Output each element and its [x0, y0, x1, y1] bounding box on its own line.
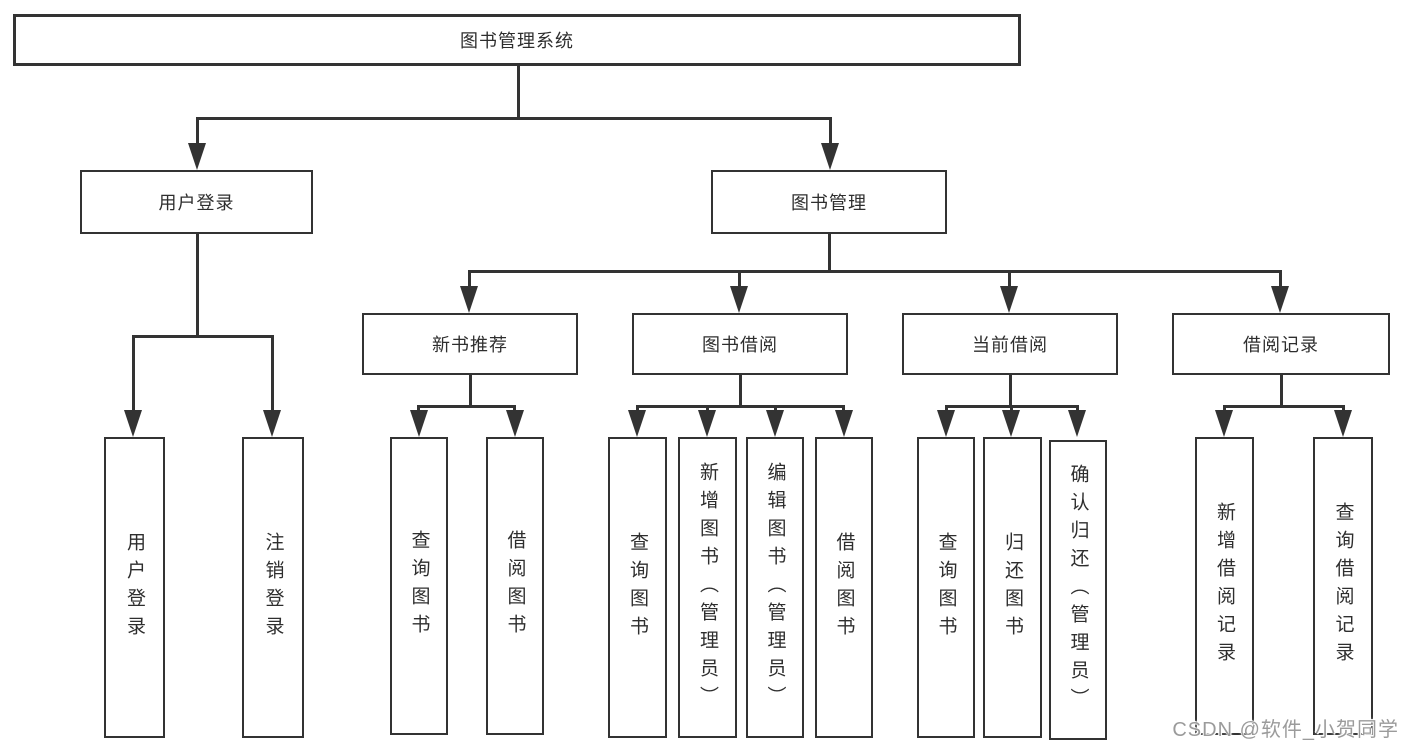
node-label: 用户登录 [158, 193, 235, 213]
connector [739, 375, 742, 407]
arrow-down-icon [628, 410, 646, 437]
leaf-label: 查询图书 [935, 531, 957, 644]
node-book-borrow: 图书借阅 [632, 313, 848, 375]
connector [196, 234, 199, 337]
leaf-edit-books-admin: 编辑图书（管理员） [746, 437, 804, 738]
node-label: 新书推荐 [432, 335, 508, 355]
leaf-label: 确认归还（管理员） [1067, 464, 1089, 716]
arrow-down-icon [698, 410, 716, 437]
leaf-borrow-books: 借阅图书 [815, 437, 873, 738]
arrow-down-icon [1271, 286, 1289, 313]
connector [636, 405, 844, 408]
leaf-add-books-admin: 新增图书（管理员） [678, 437, 737, 738]
leaf-query-borrow-record: 查询借阅记录 [1313, 437, 1373, 735]
arrow-down-icon [766, 410, 784, 437]
connector-stem [468, 270, 471, 288]
arrow-down-icon [410, 410, 428, 437]
leaf-label: 注销登录 [262, 531, 284, 644]
node-label: 当前借阅 [972, 335, 1048, 355]
node-current-borrow: 当前借阅 [902, 313, 1118, 375]
connector-stem [1342, 405, 1345, 413]
connector-stem [417, 405, 420, 413]
node-label: 借阅记录 [1243, 335, 1319, 355]
node-root: 图书管理系统 [13, 14, 1021, 66]
node-root-label: 图书管理系统 [460, 31, 574, 51]
node-book-management: 图书管理 [711, 170, 947, 234]
connector-trunk [517, 64, 520, 119]
leaf-label: 查询借阅记录 [1332, 502, 1354, 670]
leaf-label: 借阅图书 [504, 530, 526, 642]
node-borrow-records: 借阅记录 [1172, 313, 1390, 375]
arrow-down-icon [460, 286, 478, 313]
connector-stem [513, 405, 516, 413]
connector [417, 405, 516, 408]
arrow-down-icon [937, 410, 955, 437]
connector [1280, 375, 1283, 407]
leaf-label: 查询图书 [627, 531, 648, 644]
connector-stem [945, 405, 948, 413]
connector-stem [636, 405, 639, 413]
leaf-label: 用户登录 [124, 531, 145, 644]
connector-stem [1010, 405, 1013, 413]
arrow-down-icon [835, 410, 853, 437]
connector-level2 [468, 270, 1281, 273]
leaf-label: 编辑图书（管理员） [764, 461, 786, 714]
leaf-return-books: 归还图书 [983, 437, 1042, 738]
leaf-label: 借阅图书 [833, 531, 855, 644]
arrow-down-icon [821, 143, 839, 170]
connector-stem [1076, 405, 1079, 413]
node-new-book-recommend: 新书推荐 [362, 313, 578, 375]
connector-stem [842, 405, 845, 413]
leaf-logout: 注销登录 [242, 437, 304, 738]
leaf-query-books: 查询图书 [390, 437, 448, 735]
connector-stem [774, 405, 777, 413]
connector [1009, 375, 1012, 407]
arrow-down-icon [506, 410, 524, 437]
connector-stem [706, 405, 709, 413]
connector-stem [271, 335, 274, 412]
arrow-down-icon [730, 286, 748, 313]
leaf-label: 查询图书 [408, 530, 430, 642]
leaf-label: 新增借阅记录 [1214, 502, 1235, 670]
arrow-down-icon [1068, 410, 1086, 437]
leaf-add-borrow-record: 新增借阅记录 [1195, 437, 1254, 735]
connector [1223, 405, 1344, 408]
connector-stem [196, 117, 199, 146]
leaf-query-books: 查询图书 [608, 437, 667, 738]
connector-level1 [196, 117, 832, 120]
leaf-query-books: 查询图书 [917, 437, 975, 738]
connector-stem [1008, 270, 1011, 288]
arrow-down-icon [1215, 410, 1233, 437]
connector [469, 375, 472, 407]
leaf-confirm-return-admin: 确认归还（管理员） [1049, 440, 1107, 740]
connector-stem [1279, 270, 1282, 288]
arrow-down-icon [263, 410, 281, 437]
leaf-borrow-books: 借阅图书 [486, 437, 544, 735]
connector-stem [132, 335, 135, 412]
connector [132, 335, 274, 338]
connector-stem [738, 270, 741, 288]
connector-stem [829, 117, 832, 146]
watermark: CSDN @软件_小贺同学 [1172, 719, 1399, 741]
arrow-down-icon [1000, 286, 1018, 313]
arrow-down-icon [124, 410, 142, 437]
node-label: 图书管理 [791, 193, 867, 213]
arrow-down-icon [188, 143, 206, 170]
leaf-label: 新增图书（管理员） [697, 461, 718, 714]
connector-stem [1223, 405, 1226, 413]
leaf-user-login: 用户登录 [104, 437, 165, 738]
leaf-label: 归还图书 [1002, 531, 1023, 644]
node-label: 图书借阅 [702, 335, 778, 355]
node-user-login: 用户登录 [80, 170, 313, 234]
arrow-down-icon [1002, 410, 1020, 437]
connector [828, 234, 831, 272]
arrow-down-icon [1334, 410, 1352, 437]
